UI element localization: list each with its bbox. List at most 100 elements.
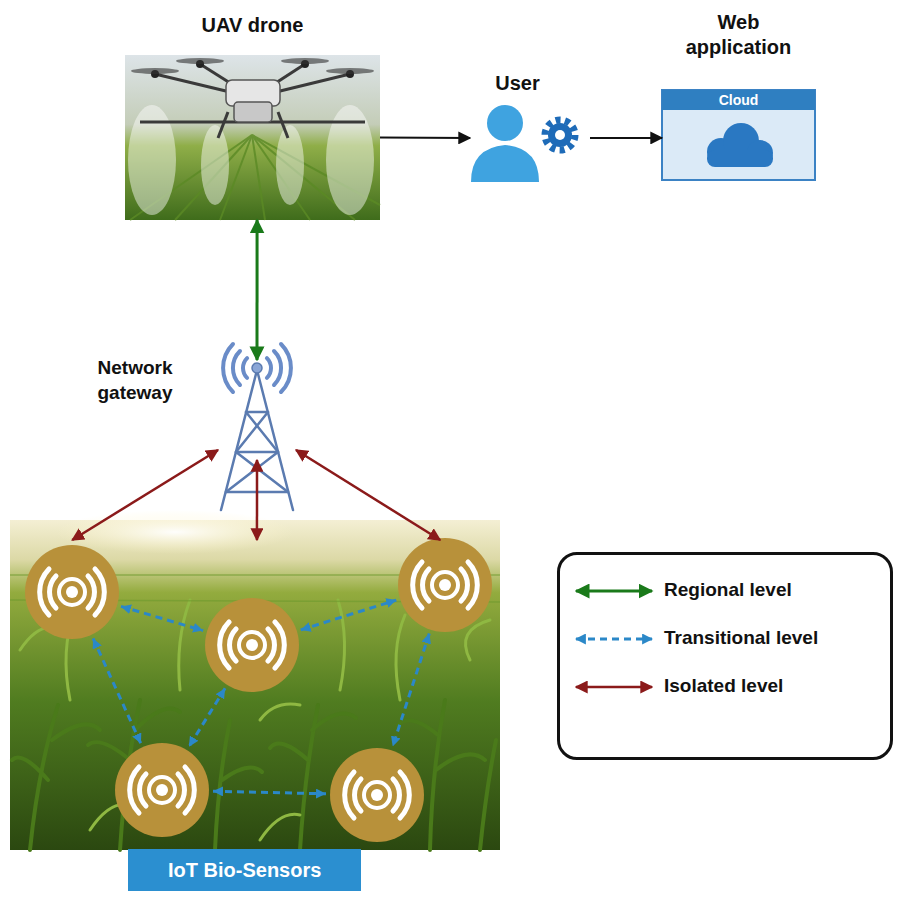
transitional-links <box>121 606 203 630</box>
drone-photo <box>201 125 229 205</box>
transitional-links <box>213 791 326 794</box>
field-photo <box>179 600 190 690</box>
gateway-tower <box>243 358 247 378</box>
field-photo <box>430 700 445 850</box>
transitional-links <box>301 600 397 630</box>
node-heading: UAV drone <box>125 13 380 37</box>
text-holder: Network gateway <box>72 356 198 405</box>
sensor-icon <box>432 572 458 598</box>
sensor-icon <box>149 777 175 803</box>
sensor-icon <box>246 639 258 651</box>
field-photo <box>396 615 405 700</box>
text-holder: Isolated level <box>664 675 783 697</box>
user-node: User <box>470 100 590 180</box>
sensor-icon <box>398 538 492 632</box>
legend-text: Transitional level <box>664 627 818 649</box>
gateway-tower <box>233 351 240 385</box>
sensor-icon <box>115 743 209 837</box>
user-icon <box>548 123 572 147</box>
text-holder: UAV drone <box>125 13 380 37</box>
connector-arrow <box>590 137 662 139</box>
field-photo <box>260 704 300 720</box>
connector-arrow <box>380 137 470 140</box>
drone-photo <box>234 102 272 122</box>
gateway-tower <box>236 412 268 452</box>
sensor-icon <box>330 748 424 842</box>
legend-text: Isolated level <box>664 675 783 697</box>
sensor-icon <box>330 748 424 842</box>
sensor-field-node: IoT Bio-Sensors <box>10 540 500 895</box>
user-icon <box>471 105 575 182</box>
connector-arrow <box>296 450 440 540</box>
field-photo <box>55 510 295 554</box>
cloud-web-box <box>707 123 773 167</box>
gateway-tower <box>223 344 233 392</box>
cloud-bar-label: Cloud <box>662 90 815 110</box>
legend-sample-line <box>572 671 658 703</box>
text-holder: Regional level <box>664 579 792 601</box>
text-holder: IoT Bio-Sensors <box>128 849 361 891</box>
legend-box: Regional levelTransitional levelIsolated… <box>557 552 893 760</box>
field-photo <box>222 768 262 781</box>
field-photo <box>480 740 496 850</box>
gateway-tower <box>221 370 257 510</box>
sensor-icon <box>371 789 383 801</box>
field-photo <box>10 510 500 850</box>
gateway-tower <box>257 370 293 510</box>
drone-photo <box>131 58 374 74</box>
field-photo <box>215 720 230 850</box>
field-photo <box>88 742 130 760</box>
field-photo <box>12 758 48 781</box>
gateway-tower <box>281 344 291 392</box>
drone-photo <box>276 125 304 205</box>
web-application-node: Web applicationCloud <box>662 90 815 180</box>
drone-photo <box>326 68 374 74</box>
sensor-icon <box>59 579 85 605</box>
sensor-icon <box>66 586 78 598</box>
gateway-tower <box>246 411 268 414</box>
user-icon <box>555 130 565 140</box>
drone-photo <box>140 64 365 138</box>
legend-row: Regional level <box>560 575 890 607</box>
connector-arrow <box>256 220 259 360</box>
field-photo <box>270 744 308 760</box>
sensor-icons <box>25 538 492 842</box>
field-photo <box>338 600 345 690</box>
cloud-web-box <box>707 150 773 167</box>
drone-photo <box>278 112 288 138</box>
field-photo <box>12 700 496 850</box>
drone-photo <box>218 112 228 138</box>
field-photo <box>10 520 500 850</box>
drone-photo <box>281 58 329 64</box>
sensor-icon <box>25 545 119 639</box>
drone-photo <box>125 55 380 220</box>
sensor-icon <box>205 598 299 692</box>
node-heading: Network gateway <box>72 356 198 405</box>
field-photo <box>398 720 438 735</box>
sensor-icon <box>364 782 390 808</box>
sensor-icon <box>156 784 168 796</box>
user-icon <box>487 105 523 141</box>
text-holder: Transitional level <box>664 627 818 649</box>
sensor-icon <box>345 772 410 818</box>
drone-photo <box>125 55 380 220</box>
connector-arrow <box>256 460 259 540</box>
sensor-icon <box>115 743 209 837</box>
transitional-links <box>393 634 430 747</box>
gateway-tower <box>236 452 288 492</box>
sensor-icon <box>130 767 195 813</box>
text-holder: User <box>470 71 565 95</box>
gateway-tower <box>226 452 278 492</box>
sensor-icon <box>220 622 285 668</box>
gateway-tower <box>236 451 278 454</box>
legend-row: Isolated level <box>560 671 890 703</box>
field-photo <box>436 754 485 770</box>
field-photo <box>466 620 491 660</box>
gateway-tower <box>252 363 262 373</box>
legend-sample-line <box>572 575 658 607</box>
legend-row: Transitional level <box>560 623 890 655</box>
gateway-tower <box>274 351 281 385</box>
